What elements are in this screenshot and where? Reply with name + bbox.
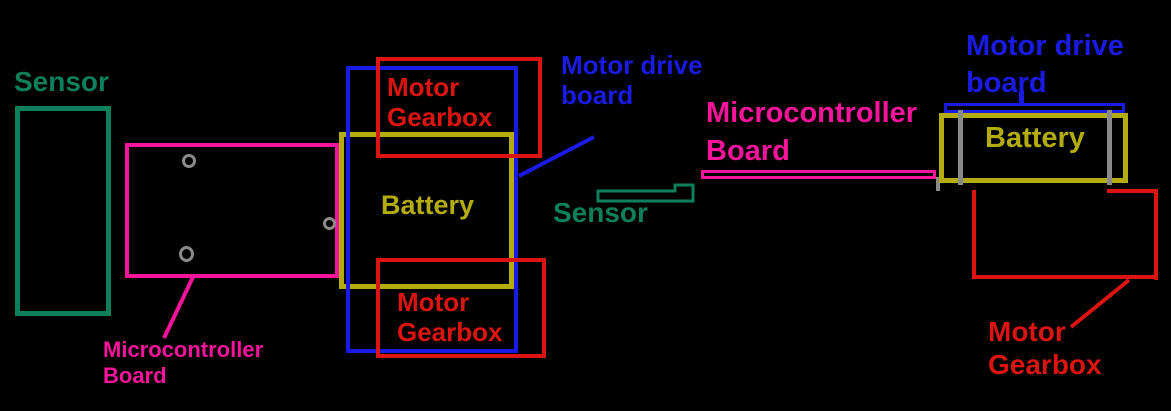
motor-drive-leader-line — [518, 135, 595, 178]
screw-hole-icon — [182, 154, 196, 168]
battery-terminal-bar-left — [958, 110, 963, 185]
battery-outline-box-right — [939, 113, 1128, 183]
connector-pin-tick — [936, 177, 940, 191]
motor-gearbox-outline-box-bottom — [376, 258, 546, 358]
motor-drive-board-label-center: Motor drive board — [561, 50, 703, 110]
battery-outline-box-center — [339, 132, 514, 289]
motor-drive-board-outline-box — [346, 66, 518, 353]
motor-gearbox-outline-right-left-edge — [972, 190, 976, 278]
motor-gearbox-leader-line — [1069, 278, 1131, 329]
sensor-label-left: Sensor — [14, 66, 109, 97]
microcontroller-label-left: Microcontroller Board — [103, 337, 264, 388]
battery-label-center: Battery — [381, 190, 475, 220]
microcontroller-leader-line — [162, 276, 195, 339]
motor-gearbox-outline-box-top — [376, 57, 542, 158]
battery-terminal-bar-right — [1107, 110, 1112, 185]
motor-gearbox-label-top: Motor Gearbox — [387, 72, 493, 132]
screw-hole-icon — [179, 246, 194, 262]
battery-label-right: Battery — [985, 122, 1085, 154]
motor-drive-leader-tick — [1019, 91, 1024, 105]
motor-gearbox-outline-right-top-edge — [1107, 189, 1158, 193]
sensor-bracket-outline — [596, 183, 695, 203]
motor-gearbox-outline-right-bottom-edge — [972, 275, 1158, 279]
motor-gearbox-outline-right-right-edge — [1154, 189, 1158, 280]
microcontroller-outline-box — [125, 143, 339, 278]
microcontroller-label-right: Microcontroller Board — [706, 97, 918, 167]
motor-drive-board-label-right: Motor drive board — [966, 30, 1124, 99]
motor-drive-board-bar — [944, 103, 1125, 113]
screw-hole-icon — [323, 217, 336, 230]
motor-gearbox-label-right: Motor Gearbox — [988, 316, 1102, 380]
sensor-outline-box — [15, 106, 111, 316]
microcontroller-board-bar — [701, 170, 936, 179]
motor-gearbox-label-bottom: Motor Gearbox — [397, 287, 503, 347]
